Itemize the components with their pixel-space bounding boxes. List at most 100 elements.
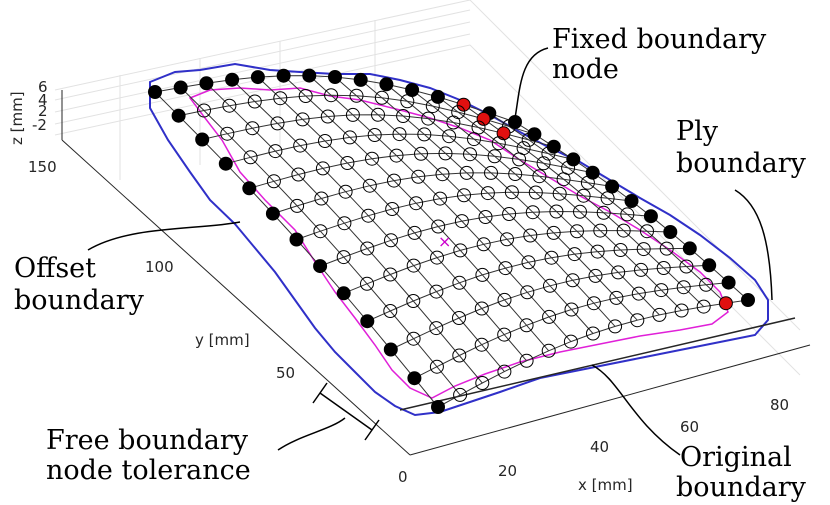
mesh-node: [616, 223, 631, 238]
grid-line: [469, 0, 801, 331]
mesh-node: [567, 247, 582, 262]
mesh-node: [433, 191, 448, 206]
fixed-boundary-node: [250, 70, 265, 85]
mesh-node: [532, 169, 547, 184]
mesh-node: [396, 109, 411, 123]
mesh-node: [696, 299, 711, 314]
mesh-node: [389, 148, 404, 163]
mesh-node: [197, 103, 211, 118]
mesh-node: [498, 261, 513, 276]
x-tick-label: 40: [590, 438, 609, 456]
mesh-node: [474, 301, 489, 316]
mesh-col-line: [308, 75, 572, 342]
mesh-node: [593, 223, 608, 238]
y-tick-label: 50: [276, 364, 295, 382]
grid-line: [54, 21, 471, 113]
mesh-node: [360, 276, 374, 291]
y-tick-label: 100: [145, 258, 174, 276]
free-boundary-node: [496, 126, 511, 141]
annotation-fixed-node-line1: Fixed boundary: [552, 24, 767, 55]
mesh-node: [411, 169, 426, 184]
free-boundary-node: [718, 296, 733, 311]
leader-free-node-tolerance: [277, 417, 346, 451]
mesh-node: [679, 259, 694, 274]
mesh-node: [674, 303, 689, 318]
fixed-boundary-node: [431, 400, 445, 414]
mesh-node: [459, 165, 474, 180]
mesh-node: [474, 337, 489, 352]
mesh-node: [556, 172, 571, 187]
mesh-node: [600, 191, 615, 206]
annotation-original-boundary-line1: Original: [680, 442, 792, 473]
fixed-boundary-node: [242, 181, 257, 196]
mesh-node: [324, 88, 339, 103]
grid-line: [469, 44, 801, 376]
mesh-node: [659, 241, 674, 256]
fixed-boundary-node: [353, 72, 368, 87]
z-tick-label: 4: [38, 91, 48, 109]
annotation-fixed-node-line2: node: [552, 54, 619, 85]
free-boundary-node: [476, 111, 491, 126]
mesh-node: [291, 167, 306, 182]
mesh-node: [536, 156, 551, 171]
mesh-col-line: [283, 75, 550, 352]
fixed-boundary-node: [328, 70, 342, 84]
mesh-node: [406, 294, 421, 308]
mesh-node: [315, 161, 330, 176]
mesh-node: [365, 151, 379, 166]
mesh-node: [586, 326, 600, 341]
mesh-node: [383, 267, 398, 282]
fixed-boundary-node: [741, 293, 755, 307]
mesh-col-line: [437, 96, 682, 311]
mesh-row-line: [319, 210, 651, 267]
mesh-node: [409, 196, 424, 211]
fixed-boundary-node: [383, 342, 398, 357]
mesh-node: [463, 147, 477, 162]
mesh-node: [298, 89, 313, 103]
mesh-col-line: [386, 83, 638, 321]
mesh-col-line: [206, 82, 483, 384]
mesh-node: [385, 202, 400, 216]
y-axis-label: y [mm]: [195, 331, 250, 349]
fixed-boundary-node: [148, 85, 162, 99]
mesh-node: [338, 184, 353, 199]
mesh-col-line: [334, 76, 594, 334]
mesh-node: [371, 107, 385, 122]
mesh-node: [245, 121, 260, 136]
mesh-node: [636, 242, 651, 257]
mesh-node: [573, 204, 587, 219]
mesh-node: [640, 224, 654, 239]
y-tick-label: 150: [28, 158, 57, 176]
mesh-node: [564, 302, 579, 317]
fixed-boundary-node: [199, 76, 214, 91]
mesh-node: [543, 278, 557, 293]
mesh-node: [340, 156, 355, 170]
fixed-boundary-node: [643, 209, 658, 224]
mesh-node: [406, 331, 421, 346]
fixed-boundary-node: [663, 225, 678, 239]
z-axis-label: z [mm]: [8, 91, 26, 145]
fixed-boundary-node: [302, 68, 317, 83]
mesh-node: [431, 219, 446, 234]
axes-lines: [61, 90, 811, 456]
mesh-node: [497, 364, 512, 379]
tolerance-bar-cap: [364, 419, 380, 441]
fixed-boundary-node: [289, 232, 304, 247]
mesh-node: [544, 250, 559, 265]
mesh-node: [400, 94, 415, 109]
fixed-boundary-node: [527, 127, 542, 142]
mesh-node: [362, 178, 377, 193]
mesh-node: [525, 205, 540, 220]
free-boundary-node: [456, 97, 471, 112]
z-tick-label: 6: [38, 78, 48, 96]
mesh-node: [512, 152, 527, 167]
fixed-boundary-node: [171, 108, 186, 123]
mesh-node: [417, 127, 432, 142]
mesh-lines: [154, 75, 749, 408]
annotation-offset-boundary-line2: boundary: [14, 285, 145, 316]
mesh-node: [570, 224, 584, 239]
mesh-node: [453, 387, 468, 402]
mesh-node: [523, 228, 538, 243]
mesh-node: [387, 173, 401, 188]
